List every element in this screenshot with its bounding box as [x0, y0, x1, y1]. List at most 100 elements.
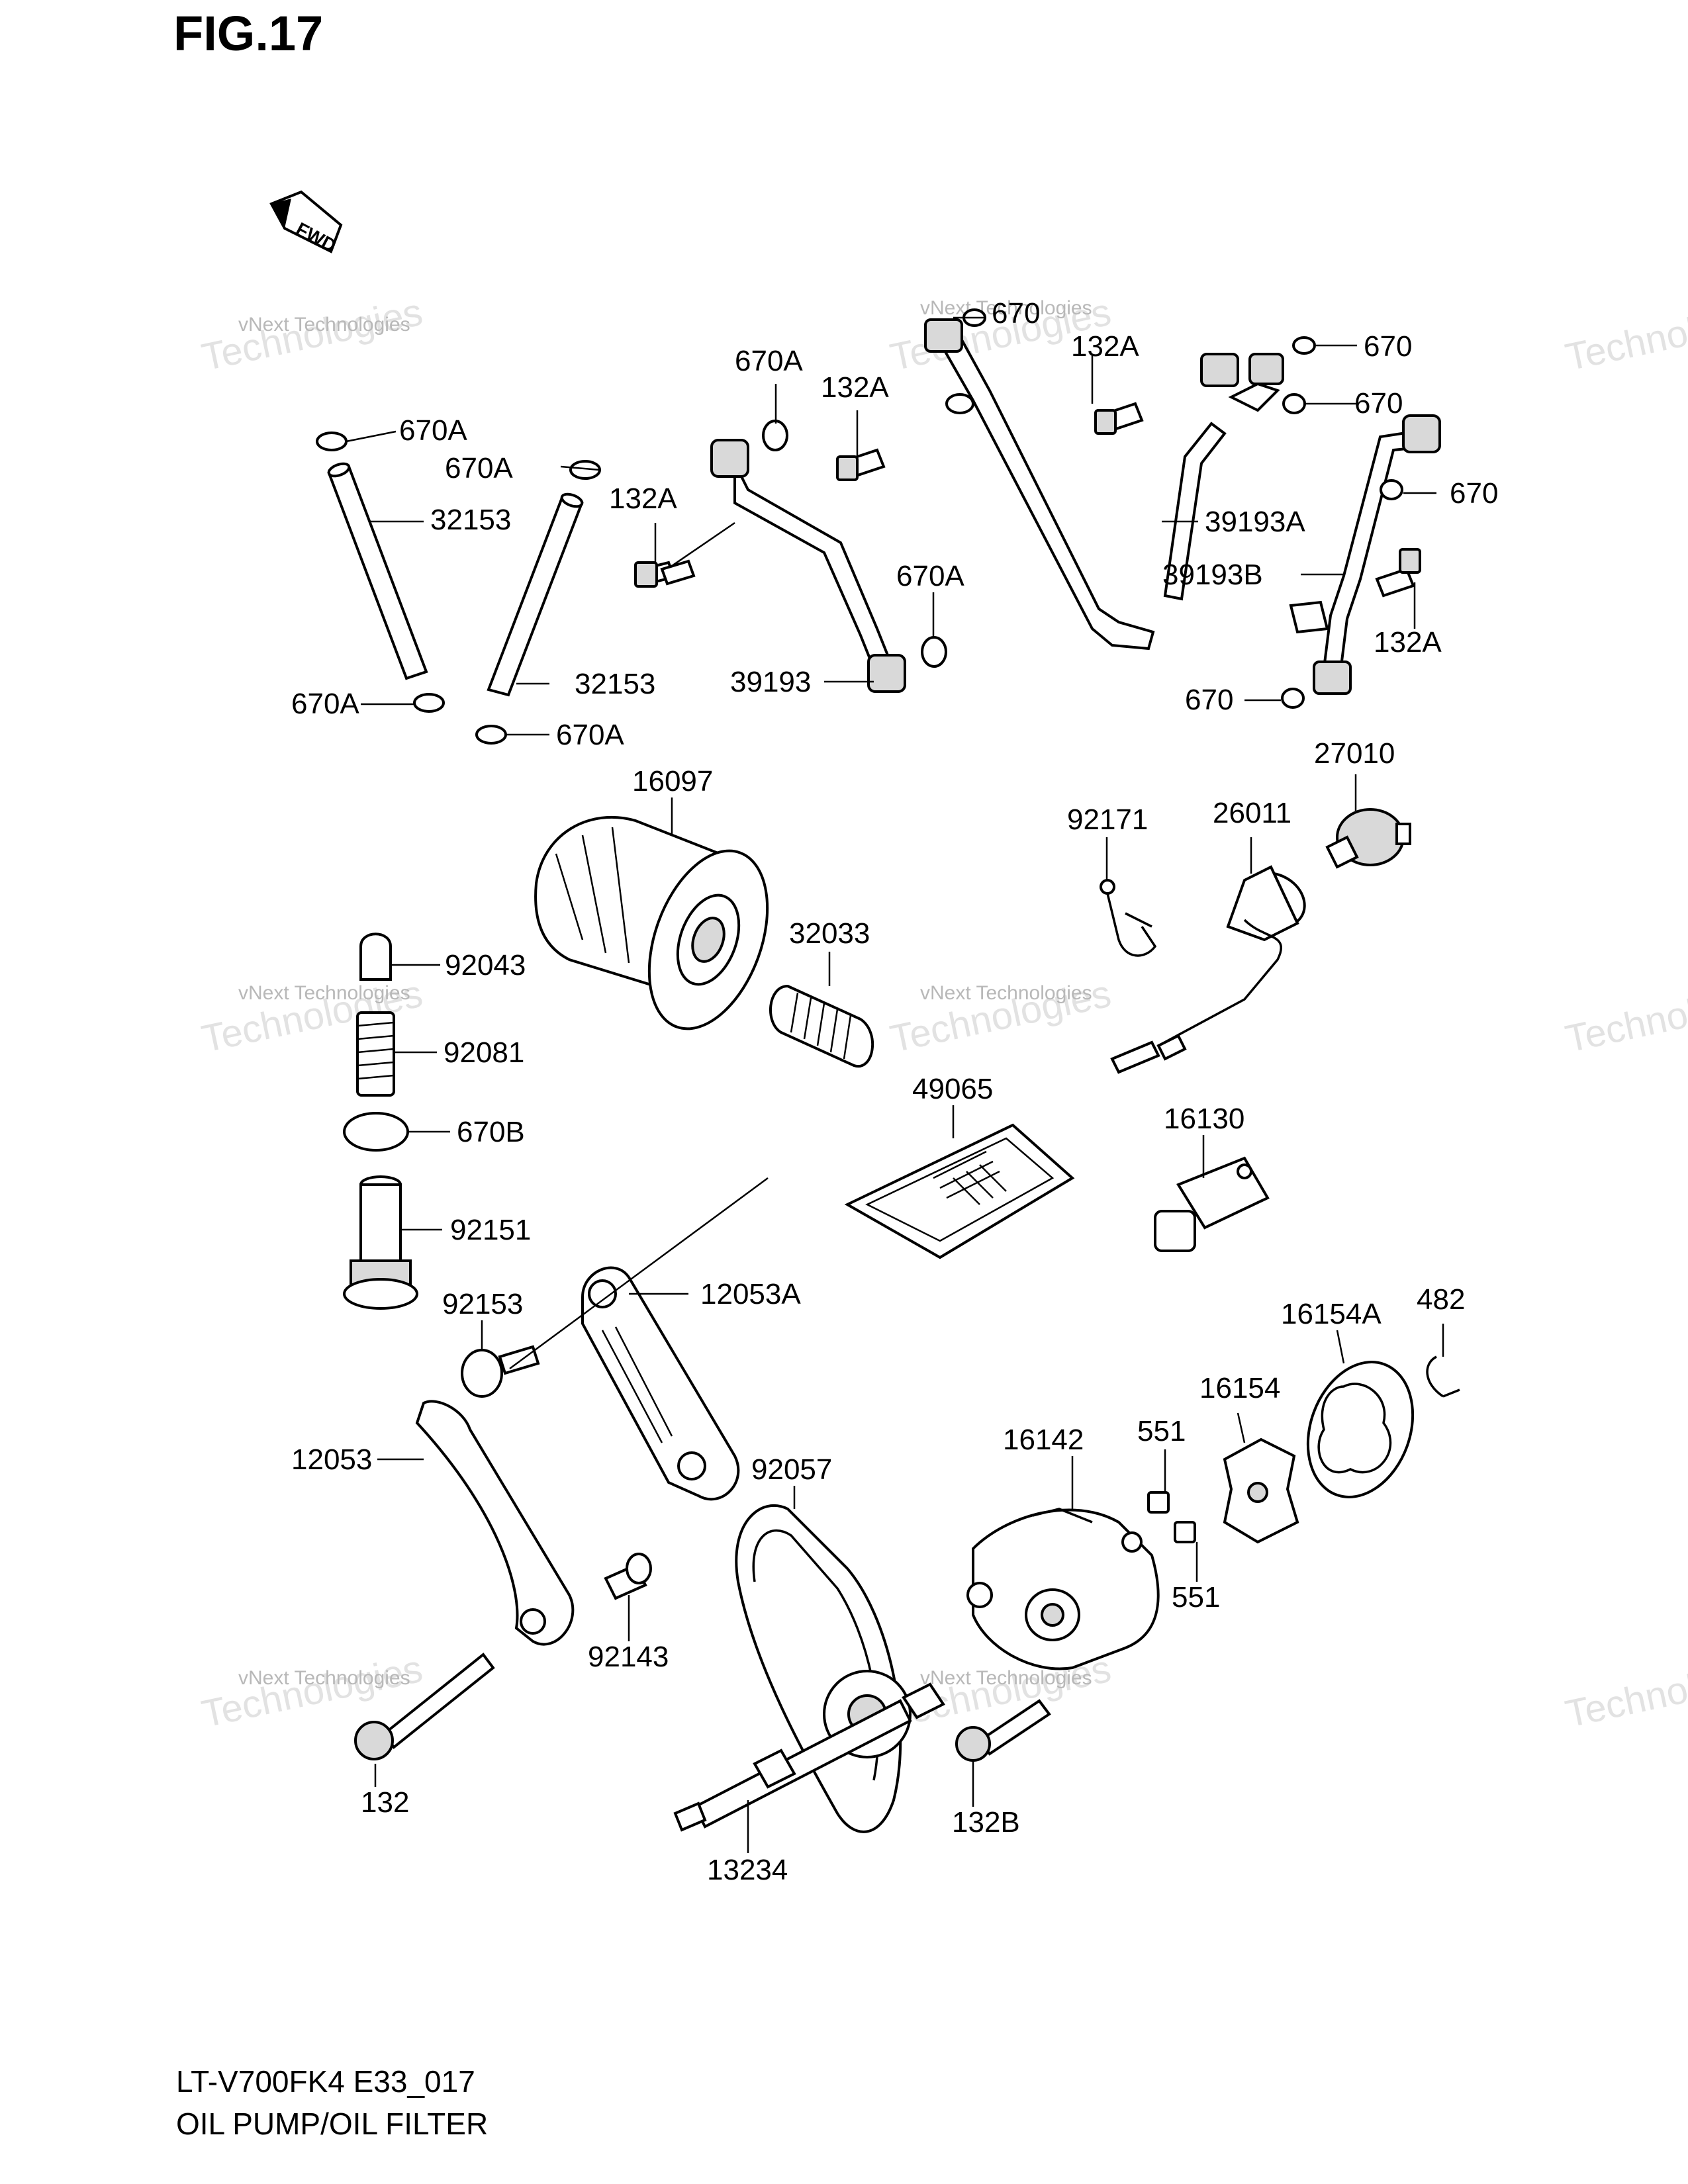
callout-label: 32153: [575, 668, 655, 700]
bolt-132a: [1375, 548, 1421, 598]
callout-label: 16097: [632, 765, 713, 797]
inner-rotor-16154: [1223, 1437, 1299, 1544]
spring-32033: [769, 984, 874, 1068]
callout-label: 551: [1172, 1581, 1220, 1614]
callout-label: 132: [361, 1786, 409, 1819]
callout-label: 12053: [291, 1443, 372, 1476]
oil-filter-16097: [534, 815, 769, 1030]
callout-label: 132A: [1374, 626, 1442, 659]
callout-label: 670: [1364, 330, 1412, 363]
adapter-16130: [1154, 1156, 1270, 1252]
watermark-text: Technologies: [1562, 291, 1688, 379]
o-ring-icon: [762, 420, 788, 451]
callout-label: 670: [1354, 387, 1403, 420]
callout-label: 670A: [735, 345, 803, 377]
callout-label: 132B: [952, 1806, 1020, 1839]
pipe-39193a: [924, 308, 1316, 651]
callout-label: 92081: [444, 1036, 524, 1069]
plug-92151: [343, 1175, 418, 1310]
o-ring-icon: [475, 725, 507, 745]
bolt-92153: [461, 1345, 540, 1398]
callout-label: 482: [1417, 1283, 1465, 1316]
callout-label: 92151: [450, 1214, 531, 1246]
o-ring-icon: [921, 636, 947, 668]
watermark-text: vNext Technologies: [238, 982, 410, 1004]
o-ring-icon: [1281, 688, 1305, 709]
callout-label: 26011: [1213, 797, 1291, 829]
bolt-132a: [634, 559, 696, 588]
callout-label: 670: [1185, 684, 1233, 716]
model-code: LT-V700FK4 E33_017: [176, 2064, 475, 2099]
cap-92043: [359, 933, 392, 981]
clamp-92171: [1100, 879, 1157, 957]
bolt-132b: [955, 1699, 1051, 1762]
watermark-text: vNext Technologies: [238, 1667, 410, 1689]
o-ring-icon: [1292, 336, 1316, 355]
callout-label: 132A: [821, 371, 889, 404]
pin-551: [1147, 1491, 1170, 1514]
callout-label: 12053A: [700, 1278, 801, 1310]
callout-label: 670A: [399, 414, 467, 447]
pipe-32153-right: [487, 492, 584, 697]
callout-label: 92153: [442, 1288, 523, 1320]
watermark-text: vNext Technologies: [920, 982, 1092, 1004]
callout-labels: 670A 670A 32153 32153 670A 670A 670A 132…: [291, 297, 1498, 1886]
callout-label: 32033: [789, 917, 870, 950]
callout-label: 670B: [457, 1116, 525, 1148]
callout-label: 27010: [1314, 737, 1395, 770]
o-ring-icon: [316, 432, 348, 451]
o-ring-icon: [1380, 479, 1403, 500]
collar-92143: [604, 1553, 652, 1600]
oil-pump-16142: [966, 1508, 1160, 1670]
callout-label: 92043: [445, 949, 526, 981]
pipe-39193: [640, 420, 947, 693]
callout-label: 670: [1450, 477, 1498, 510]
callout-label: 39193: [730, 666, 811, 698]
watermark-text: vNext Technologies: [238, 314, 410, 336]
callout-label: 16130: [1164, 1103, 1244, 1135]
callout-label: 132A: [609, 482, 677, 515]
sensor-26011: [1110, 865, 1306, 1074]
callout-label: 670A: [556, 719, 624, 751]
callout-label: 92057: [751, 1453, 832, 1486]
watermark-text: Technologies: [1562, 972, 1688, 1061]
switch-27010: [1325, 808, 1411, 869]
shaft-13234: [673, 1682, 945, 1832]
callout-label: 13234: [707, 1854, 788, 1886]
callout-label: 16142: [1003, 1424, 1084, 1456]
bolt-132a: [836, 448, 886, 481]
callout-label: 92143: [588, 1641, 669, 1673]
callout-label: 670A: [896, 560, 964, 592]
leader-lines: [346, 316, 1444, 1853]
o-ring-icon: [1282, 393, 1306, 414]
figure-title: FIG.17: [173, 6, 324, 61]
callout-label: 16154A: [1281, 1298, 1382, 1330]
watermark-text: vNext Technologies: [920, 297, 1092, 319]
callout-label: 39193B: [1162, 559, 1263, 591]
watermark-text: Technologies: [198, 1647, 426, 1736]
callout-label: 49065: [912, 1073, 993, 1105]
callout-label: 132A: [1071, 330, 1139, 363]
callout-label: 670: [992, 297, 1040, 330]
bolt-132a: [1094, 402, 1144, 435]
callout-label: 39193A: [1205, 506, 1305, 538]
callout-label: 92171: [1067, 803, 1148, 836]
gasket-49065: [844, 1123, 1075, 1259]
bolt-132: [354, 1653, 495, 1760]
callout-label: 670A: [291, 688, 359, 720]
section-name: OIL PUMP/OIL FILTER: [176, 2107, 489, 2141]
callout-label: 551: [1137, 1415, 1186, 1447]
fwd-arrow-icon: FWD: [269, 190, 343, 256]
watermark-text: Technologies: [1562, 1647, 1688, 1736]
o-ring-icon: [413, 693, 445, 713]
o-ring-icon: [343, 1112, 409, 1152]
pipe-32153-left: [327, 462, 428, 680]
callout-label: 32153: [430, 504, 511, 536]
tensioner-12053: [415, 1400, 575, 1646]
pipe-39193b: [1281, 414, 1441, 709]
watermark-text: vNext Technologies: [920, 1667, 1092, 1689]
callout-label: 670A: [445, 452, 513, 484]
chain-guide-12053a: [581, 1266, 740, 1501]
circlip-482: [1426, 1355, 1460, 1398]
